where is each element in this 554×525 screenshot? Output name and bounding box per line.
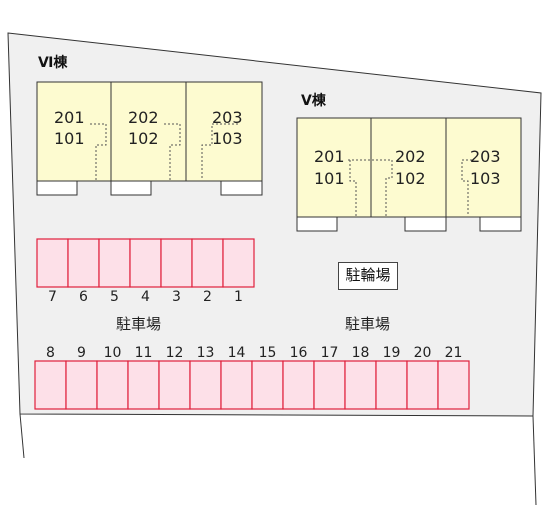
parking-stall (129, 238, 162, 288)
parking-stall-number: 14 (227, 345, 246, 361)
parking-stall (65, 360, 98, 410)
unit-number: 103 (470, 169, 501, 188)
parking-stall-number: 16 (289, 345, 308, 361)
building-5-label: Ⅴ棟 (301, 93, 326, 109)
road-edge-left (19, 413, 25, 459)
unit-number: 201 (54, 108, 85, 127)
parking-stall (313, 360, 346, 410)
building-6-step-1 (36, 180, 78, 196)
building-6-unit-1 (36, 81, 112, 182)
parking-stall (67, 238, 100, 288)
parking-label-left: 駐車場 (116, 315, 162, 333)
unit-number: 202 (395, 147, 426, 166)
unit-number: 101 (54, 129, 85, 148)
parking-stall-number: 10 (103, 345, 122, 361)
parking-stall-number: 4 (141, 289, 150, 305)
building-6-step-3 (220, 180, 263, 196)
road-edge-right (532, 415, 537, 506)
unit-number: 103 (212, 129, 243, 148)
parking-label-right: 駐車場 (345, 315, 391, 333)
parking-stall-number: 9 (77, 345, 86, 361)
building-5-unit-3 (445, 117, 522, 218)
parking-stall (127, 360, 160, 410)
parking-stall (160, 238, 193, 288)
parking-stall-number: 5 (110, 289, 119, 305)
parking-row-lower (34, 360, 470, 410)
building-5-stairs (348, 159, 472, 216)
parking-row-upper (36, 238, 255, 288)
unit-number: 202 (128, 108, 159, 127)
parking-stall (36, 238, 69, 288)
parking-stall (158, 360, 191, 410)
unit-number: 203 (212, 108, 243, 127)
parking-stall (406, 360, 439, 410)
building-6 (36, 81, 263, 196)
parking-stall-number: 3 (172, 289, 181, 305)
parking-stall (222, 238, 255, 288)
unit-number: 102 (128, 129, 159, 148)
parking-stall (189, 360, 222, 410)
parking-stall (96, 360, 129, 410)
parking-stall-number: 11 (134, 345, 153, 361)
parking-stall-number: 19 (382, 345, 401, 361)
parking-stall-number: 21 (444, 345, 463, 361)
parking-stall (191, 238, 224, 288)
parking-stall-number: 2 (203, 289, 212, 305)
parking-stall-number: 13 (196, 345, 215, 361)
building-5-unit-2 (370, 117, 447, 218)
parking-stall (282, 360, 315, 410)
building-5-step-2 (404, 216, 447, 232)
parking-stall-number: 1 (234, 289, 243, 305)
unit-number: 203 (470, 147, 501, 166)
building-5-unit-1 (296, 117, 372, 218)
parking-stall-number: 20 (413, 345, 432, 361)
parking-stall-number: 7 (48, 289, 57, 305)
parking-stall (34, 360, 67, 410)
unit-number: 201 (314, 147, 345, 166)
building-6-unit-3 (185, 81, 263, 182)
parking-stall-number: 6 (79, 289, 88, 305)
parking-stall (344, 360, 377, 410)
parking-stall (437, 360, 470, 410)
parking-stall (220, 360, 253, 410)
bicycle-parking: 駐輪場 (338, 262, 398, 290)
parking-stall-number: 18 (351, 345, 370, 361)
parking-stall-number: 15 (258, 345, 277, 361)
building-5-step-3 (479, 216, 522, 232)
building-6-step-2 (110, 180, 152, 196)
parking-stall (251, 360, 284, 410)
building-6-label: Ⅵ棟 (38, 55, 68, 71)
parking-stall-number: 12 (165, 345, 184, 361)
building-6-stairs (90, 123, 238, 180)
parking-stall (98, 238, 131, 288)
parking-stall-number: 17 (320, 345, 339, 361)
unit-number: 102 (395, 169, 426, 188)
parking-stall (375, 360, 408, 410)
unit-number: 101 (314, 169, 345, 188)
building-5-step-1 (296, 216, 338, 232)
parking-stall-number: 8 (46, 345, 55, 361)
building-5 (296, 117, 522, 232)
